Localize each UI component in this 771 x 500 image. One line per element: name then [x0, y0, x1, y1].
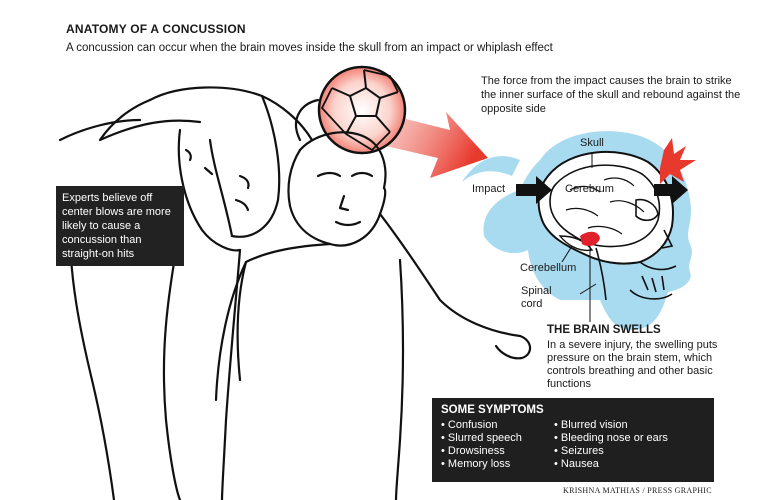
brain-shape	[549, 164, 661, 248]
player-right	[214, 98, 532, 500]
ponytail-shape	[462, 156, 520, 182]
symptoms-list-right: Blurred vision Bleeding nose or ears Sei…	[554, 419, 668, 471]
soccer-ball	[317, 65, 407, 155]
force-description: The force from the impact causes the bra…	[481, 75, 741, 115]
skull-label: Skull	[580, 137, 604, 149]
symptom-item: Slurred speech	[441, 432, 522, 445]
symptom-item: Nausea	[554, 458, 668, 471]
cerebellum-shape	[558, 235, 594, 252]
infographic-subtitle: A concussion can occur when the brain mo…	[66, 42, 553, 54]
symptoms-title: SOME SYMPTOMS	[441, 404, 544, 416]
brain-swells-title: THE BRAIN SWELLS	[547, 324, 661, 336]
impact-burst	[660, 138, 696, 184]
infographic-title: ANATOMY OF A CONCUSSION	[66, 22, 246, 36]
symptom-item: Memory loss	[441, 458, 522, 471]
symptoms-list-left: Confusion Slurred speech Drowsiness Memo…	[441, 419, 522, 471]
brain-swells-text: In a severe injury, the swelling puts pr…	[547, 339, 718, 390]
swelling-area	[580, 231, 600, 246]
cerebellum-label: Cerebellum	[520, 262, 577, 274]
player-left	[58, 86, 314, 500]
symptoms-box: SOME SYMPTOMS Confusion Slurred speech D…	[432, 398, 714, 482]
impact-label: Impact	[472, 183, 506, 195]
graphic-credit: KRISHNA MATHIAS / PRESS GRAPHIC	[563, 486, 712, 495]
off-center-callout: Experts believe off center blows are mor…	[56, 186, 184, 266]
symptom-item: Bleeding nose or ears	[554, 432, 668, 445]
symptom-item: Seizures	[554, 445, 668, 458]
symptom-item: Blurred vision	[554, 419, 668, 432]
skull-face	[629, 198, 677, 300]
cerebrum-label: Cerebrum	[565, 183, 614, 195]
impact-arrow	[516, 176, 552, 204]
symptom-item: Drowsiness	[441, 445, 522, 458]
symptom-item: Confusion	[441, 419, 522, 432]
spinal-cord-label-line2: cord	[521, 298, 543, 310]
spinal-cord-label-line1: Spinal	[521, 285, 552, 297]
brain-stem	[595, 247, 607, 301]
head-cross-section	[462, 131, 696, 330]
rebound-arrow	[654, 176, 688, 204]
leader-lines	[561, 152, 597, 322]
